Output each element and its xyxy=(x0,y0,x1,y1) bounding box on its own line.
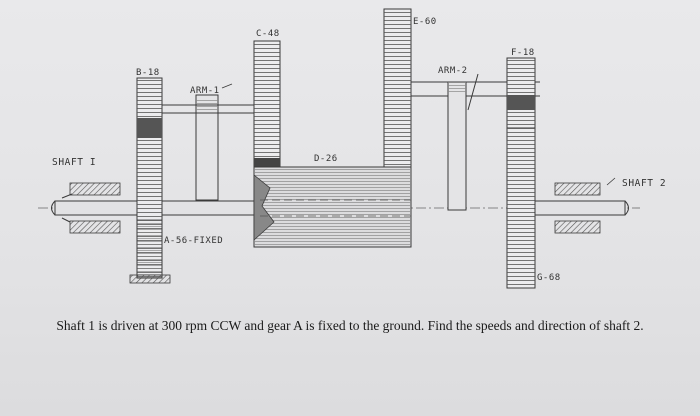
label-gear-g: G-68 xyxy=(537,273,561,283)
arm-1 xyxy=(162,94,254,201)
label-shaft-1: SHAFT I xyxy=(52,157,96,168)
gear-d xyxy=(253,166,412,248)
label-shaft-2: SHAFT 2 xyxy=(622,178,666,189)
label-gear-e: E-60 xyxy=(413,17,437,27)
label-arm-1: ARM-1 xyxy=(190,86,220,96)
gear-a xyxy=(136,219,163,279)
label-arm-2: ARM-2 xyxy=(438,66,468,76)
gear-e xyxy=(383,8,412,168)
label-gear-d: D-26 xyxy=(314,154,338,164)
gear-g xyxy=(506,127,536,289)
label-gear-f: F-18 xyxy=(511,48,535,58)
label-gear-b: B-18 xyxy=(136,68,160,78)
gear-f xyxy=(506,57,536,129)
shaft-2 xyxy=(534,182,629,234)
problem-caption: Shaft 1 is driven at 300 rpm CCW and gea… xyxy=(56,318,644,333)
label-gear-c: C-48 xyxy=(256,29,280,39)
label-gear-a: A-56-FIXED xyxy=(164,236,223,246)
